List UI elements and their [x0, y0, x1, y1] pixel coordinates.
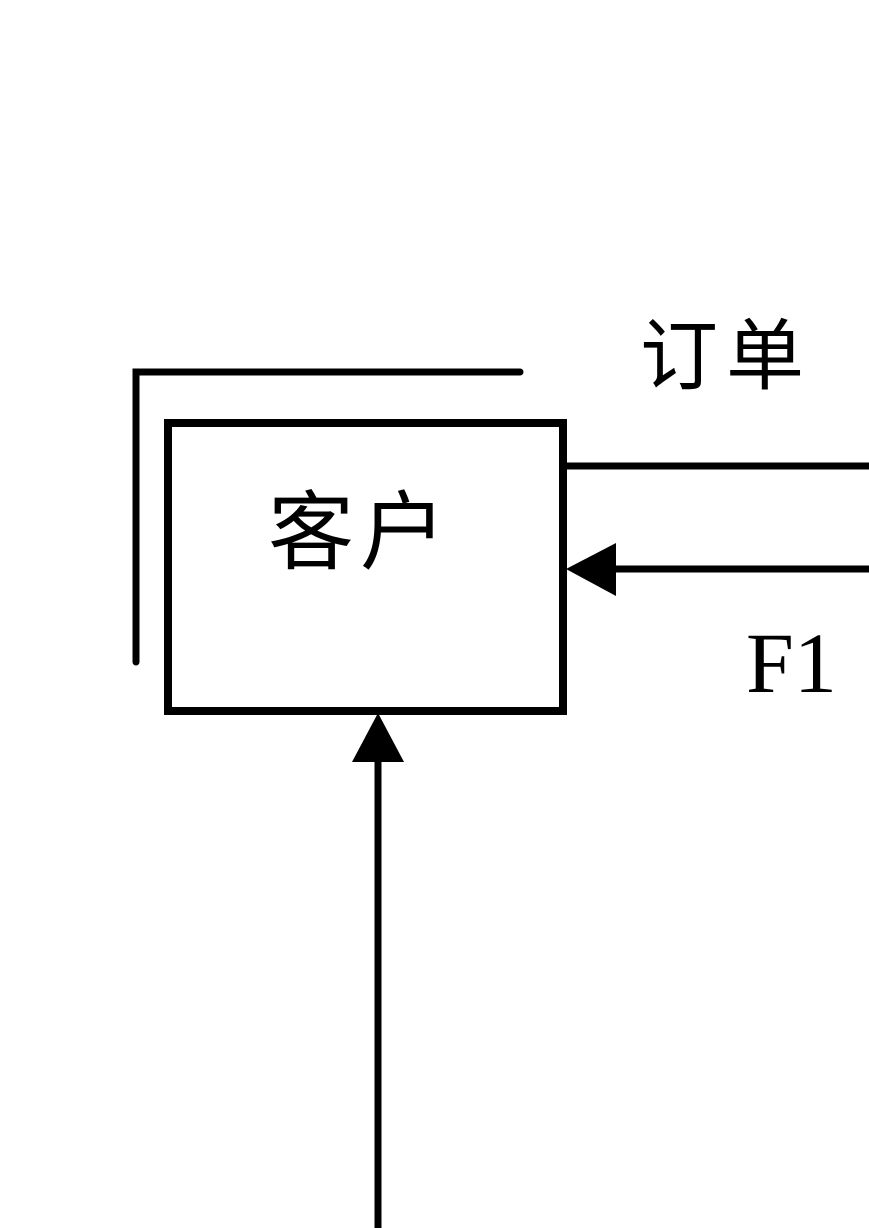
flow-label-f1: F1	[746, 615, 837, 711]
flow-label-order: 订单	[640, 312, 813, 402]
entity-label: 客户	[268, 483, 452, 583]
entity-box[interactable]	[164, 419, 567, 715]
arrowhead-up-icon	[352, 713, 404, 762]
entity-shadow-frame	[132, 368, 524, 666]
arrowhead-left-icon	[566, 543, 616, 596]
